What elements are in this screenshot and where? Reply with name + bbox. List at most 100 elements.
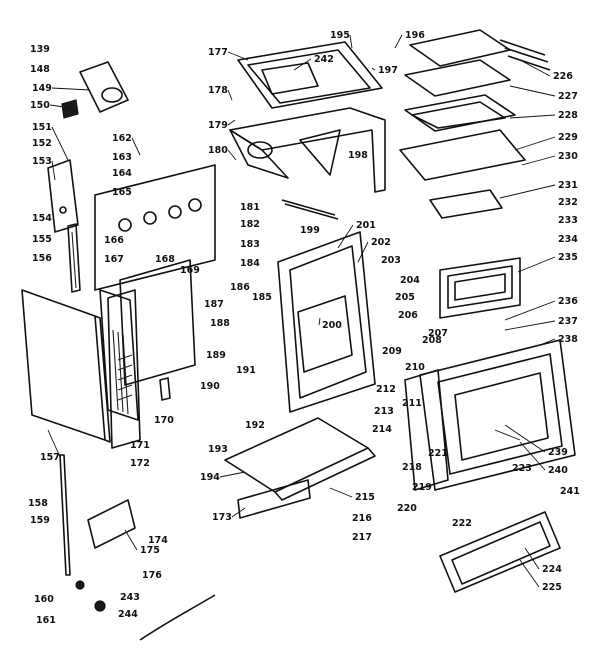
oven-door-239 — [404, 339, 576, 491]
leader-line-197 — [371, 67, 376, 71]
callout-239: 239 — [548, 447, 568, 458]
leader-line-157 — [47, 429, 61, 458]
callout-161: 161 — [36, 615, 56, 626]
callout-220: 220 — [397, 503, 417, 514]
callout-194: 194 — [200, 472, 220, 483]
callout-165: 165 — [112, 187, 132, 198]
leader-line-238 — [539, 338, 556, 346]
callout-164: 164 — [112, 168, 132, 179]
callout-214: 214 — [372, 424, 392, 435]
callout-205: 205 — [395, 292, 415, 303]
leader-line-235 — [517, 256, 556, 273]
liner-171 — [107, 289, 141, 449]
callout-173: 173 — [212, 512, 232, 523]
callout-167: 167 — [104, 254, 124, 265]
callout-232: 232 — [558, 197, 578, 208]
callout-185: 185 — [252, 292, 272, 303]
leader-line-227 — [509, 85, 556, 97]
leader-line-149 — [51, 87, 91, 91]
leader-line-196 — [394, 34, 403, 49]
control-panel-166 — [94, 164, 216, 291]
oven-bottom-194 — [224, 417, 376, 501]
leader-line-224 — [524, 547, 540, 570]
callout-201: 201 — [356, 220, 376, 231]
leader-line-202 — [357, 241, 369, 263]
callout-209: 209 — [382, 346, 402, 357]
callout-192: 192 — [245, 420, 265, 431]
leader-line-153 — [51, 160, 56, 181]
callout-211: 211 — [402, 398, 422, 409]
callout-242: 242 — [314, 54, 334, 65]
leader-line-242 — [293, 58, 312, 71]
callout-182: 182 — [240, 219, 260, 230]
rod-199 — [281, 199, 339, 220]
callout-181: 181 — [240, 202, 260, 213]
leader-line-195 — [349, 34, 353, 49]
callout-175: 175 — [140, 545, 160, 556]
leader-line-194 — [219, 471, 246, 478]
callout-216: 216 — [352, 513, 372, 524]
callout-223: 223 — [512, 463, 532, 474]
callout-166: 166 — [104, 235, 124, 246]
callout-193: 193 — [208, 444, 228, 455]
callout-212: 212 — [376, 384, 396, 395]
callout-236: 236 — [558, 296, 578, 307]
leader-line-236 — [504, 300, 556, 321]
leader-line-229 — [514, 136, 556, 151]
leader-line-162 — [131, 137, 141, 156]
callout-156: 156 — [32, 253, 52, 264]
callout-layer: 1391481491501511521531541551561571581591… — [28, 30, 580, 626]
callout-188: 188 — [210, 318, 230, 329]
callout-190: 190 — [200, 381, 220, 392]
callout-229: 229 — [558, 132, 578, 143]
insulation-panel-187 — [119, 259, 196, 401]
callout-222: 222 — [452, 518, 472, 529]
cooktop-assembly — [229, 41, 386, 193]
callout-171: 171 — [130, 440, 150, 451]
callout-234: 234 — [558, 234, 578, 245]
callout-187: 187 — [204, 299, 224, 310]
callout-240: 240 — [548, 465, 568, 476]
leader-line-175 — [124, 529, 138, 551]
callout-244: 244 — [118, 609, 138, 620]
leveler-158 — [59, 454, 85, 590]
leader-line-177 — [227, 51, 249, 61]
oven-frame-201 — [277, 231, 376, 413]
leader-line-226 — [519, 59, 551, 77]
callout-163: 163 — [112, 152, 132, 163]
backguard-cap-149 — [79, 61, 129, 113]
callout-170: 170 — [154, 415, 174, 426]
trim-173 — [237, 479, 311, 519]
callout-150: 150 — [30, 100, 50, 111]
oven-racks — [399, 29, 551, 219]
leader-line-240 — [519, 441, 546, 471]
callout-157: 157 — [40, 452, 60, 463]
callout-153: 153 — [32, 156, 52, 167]
leader-line-150 — [49, 104, 73, 109]
callout-174: 174 — [148, 535, 168, 546]
callout-179: 179 — [208, 120, 228, 131]
leader-line-151 — [51, 126, 69, 161]
callout-152: 152 — [32, 138, 52, 149]
leader-line-215 — [329, 487, 353, 498]
leader-line-239 — [504, 424, 546, 453]
callout-169: 169 — [180, 265, 200, 276]
leader-line-228 — [509, 114, 556, 119]
drawer-front-224 — [439, 511, 561, 593]
callout-221: 221 — [428, 448, 448, 459]
callout-235: 235 — [558, 252, 578, 263]
callout-155: 155 — [32, 234, 52, 245]
callout-200: 200 — [322, 320, 342, 331]
callout-219: 219 — [412, 482, 432, 493]
power-cord-243 — [94, 594, 216, 641]
callout-218: 218 — [402, 462, 422, 473]
callout-177: 177 — [208, 47, 228, 58]
callout-178: 178 — [208, 85, 228, 96]
rear-panel-167 — [99, 289, 139, 421]
callout-159: 159 — [30, 515, 50, 526]
leader-line-230 — [521, 155, 556, 166]
callout-213: 213 — [374, 406, 394, 417]
callout-228: 228 — [558, 110, 578, 121]
